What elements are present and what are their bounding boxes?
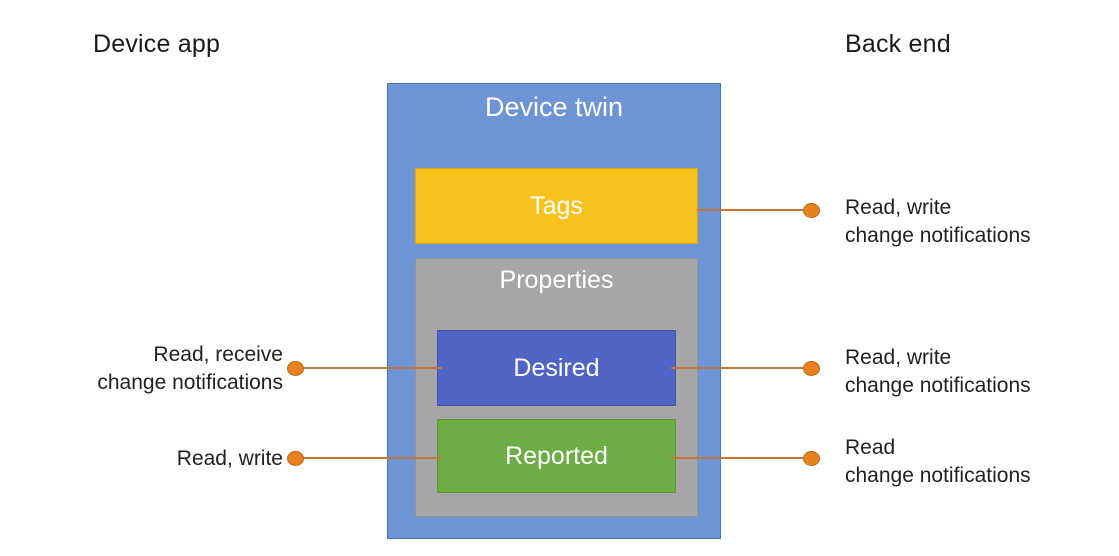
box-reported: Reported: [437, 419, 676, 493]
box-desired: Desired: [437, 330, 676, 406]
annotation-device-app-desired-line2: change notifications: [97, 370, 283, 394]
connector-dot-reported-device-app: [287, 451, 304, 466]
annotation-device-app-reported: Read, write: [177, 445, 283, 473]
box-reported-label: Reported: [505, 441, 608, 470]
annotation-device-app-desired: Read, receive change notifications: [97, 341, 283, 397]
connector-line-desired-backend: [671, 367, 810, 369]
box-tags: Tags: [415, 168, 698, 244]
annotation-back-end-tags: Read, write change notifications: [845, 194, 1031, 250]
box-properties-label: Properties: [499, 266, 614, 294]
connector-dot-desired-backend: [803, 361, 820, 376]
annotation-back-end-tags-line1: Read, write: [845, 196, 952, 219]
box-device-twin-label: Device twin: [484, 92, 624, 122]
column-heading-device-app: Device app: [93, 30, 221, 58]
connector-dot-reported-backend: [803, 451, 820, 466]
connector-line-tags-backend: [697, 209, 810, 211]
connector-line-reported-backend: [671, 457, 810, 459]
annotation-device-app-desired-line1: Read, receive: [153, 343, 283, 366]
column-heading-back-end: Back end: [845, 30, 951, 58]
annotation-back-end-reported: Read change notifications: [845, 434, 1031, 490]
annotation-back-end-desired-line2: change notifications: [845, 373, 1031, 397]
annotation-back-end-desired: Read, write change notifications: [845, 344, 1031, 400]
connector-dot-tags-backend: [803, 203, 820, 218]
connector-dot-desired-device-app: [287, 361, 304, 376]
annotation-back-end-desired-line1: Read, write: [845, 346, 952, 369]
connector-line-reported-device-app: [302, 457, 442, 459]
annotation-back-end-reported-line1: Read: [845, 436, 896, 459]
annotation-back-end-tags-line2: change notifications: [845, 223, 1031, 247]
box-desired-label: Desired: [513, 353, 600, 382]
connector-line-desired-device-app: [302, 367, 442, 369]
annotation-back-end-reported-line2: change notifications: [845, 463, 1031, 487]
box-tags-label: Tags: [530, 191, 583, 220]
annotation-device-app-reported-line1: Read, write: [176, 447, 283, 470]
